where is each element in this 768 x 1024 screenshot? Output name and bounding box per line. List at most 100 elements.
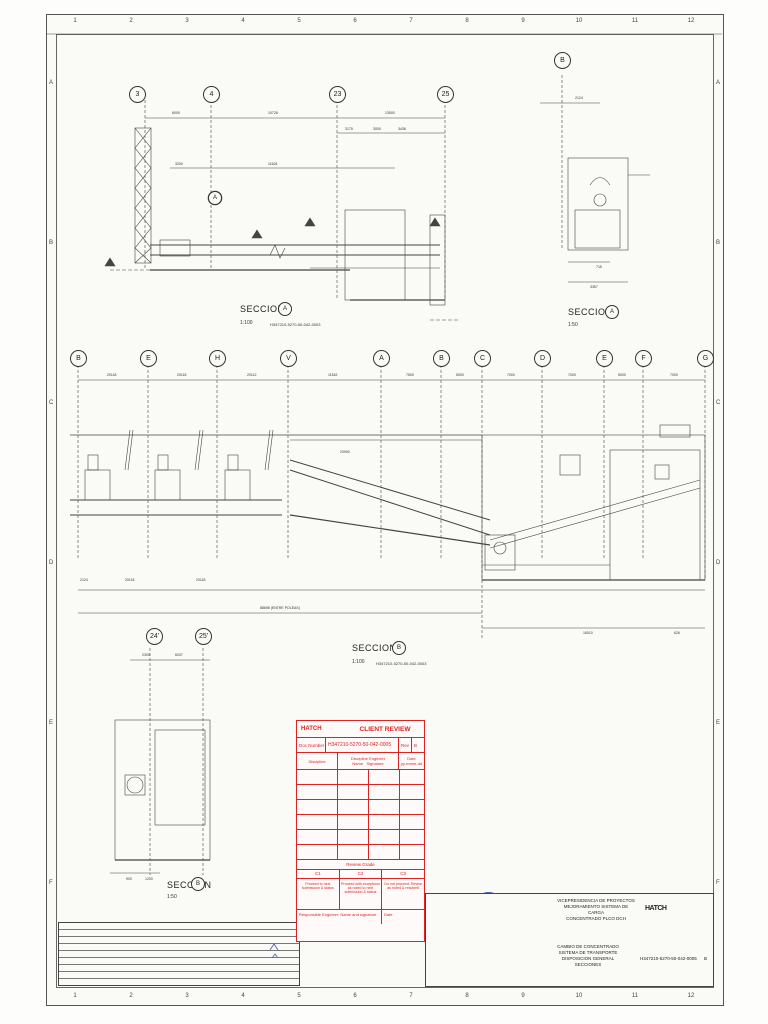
column-number: 10 (575, 993, 583, 999)
row-letter: F (49, 880, 53, 886)
title-doc-number: H347210-5270-50-042-0005 (640, 956, 697, 961)
grid-bubble: B (70, 350, 87, 367)
grid-bubble: 23 (329, 86, 346, 103)
dimension: 5000 (618, 373, 626, 377)
client-review-stamp: HATCH CLIENT REVIEW Doc Number H347210-5… (296, 720, 425, 942)
dimension: 2124 (575, 96, 583, 100)
dimension: 3175 (345, 127, 353, 131)
section-scale: 1:100 (352, 659, 365, 665)
column-number: 1 (73, 993, 77, 999)
row-letter: A (49, 80, 54, 86)
dimension: 900 (126, 877, 132, 881)
row-letter: B (49, 240, 54, 246)
dimension: 11542 (328, 373, 338, 377)
column-number: 6 (353, 18, 357, 24)
column-number: 8 (465, 18, 469, 24)
dimension: 3357 (590, 285, 598, 289)
column-number: 2 (129, 993, 133, 999)
section-label: SECCION (568, 307, 613, 317)
grid-bubble: 24' (146, 628, 163, 645)
column-number: 9 (521, 18, 525, 24)
dimension: 13500 (385, 111, 395, 115)
discipline-engineer-header: Discipline Engineer Name Signature (338, 753, 399, 769)
dimension: 1200 (145, 877, 153, 881)
dimension: 20118 (107, 373, 117, 377)
responsible-engineer-label: Responsible Engineer: Name and signature (297, 910, 382, 924)
column-number: 7 (409, 993, 413, 999)
section-scale: 1:50 (568, 322, 578, 328)
column-number: 10 (575, 18, 583, 24)
grid-bubble: A (373, 350, 390, 367)
responsible-date-label: Date (384, 912, 393, 917)
title-rev: B (704, 956, 708, 961)
date-header: Date yy-mmm-dd (400, 756, 423, 766)
grade-option-c3: Do not proceed. Revise as noted & resubm… (384, 882, 422, 890)
column-number: 12 (687, 993, 695, 999)
section-reference: H347210-5270-50-042-0003 (376, 661, 427, 666)
drawing-frame (56, 34, 714, 988)
section-cut-marker: A (208, 191, 222, 205)
row-letter: E (716, 720, 721, 726)
column-number: 3 (185, 18, 189, 24)
section-letter: B (392, 641, 406, 655)
grid-bubble: H (209, 350, 226, 367)
stamp-logo: HATCH (301, 726, 322, 732)
dimension: 20112 (247, 373, 257, 377)
row-letter: A (716, 80, 721, 86)
column-number: 4 (241, 18, 245, 24)
column-number: 11 (631, 993, 639, 999)
drawing-title: CAMBIO DE CONCENTRADO SISTEMA DE TRANSPO… (557, 944, 619, 967)
section-reference: H347210-5270-50-042-0003 (270, 322, 321, 327)
dimension: 5000 (456, 373, 464, 377)
dimension-overall: 88698 (ENTRE POLEAS) (260, 606, 300, 610)
section-letter: B (191, 877, 205, 891)
company-logo: HATCH (645, 905, 667, 912)
section-label: SECCION (352, 643, 397, 653)
row-letter: B (716, 240, 721, 246)
grade-code-c2: C2 (340, 870, 383, 878)
grid-bubble: F (635, 350, 652, 367)
grid-bubble: D (534, 350, 551, 367)
grade-option-c1: Proceed to next submission & status (297, 879, 340, 909)
dimension: 3436 (398, 127, 406, 131)
dimension: 16010 (583, 631, 593, 635)
dimension: 3200 (175, 162, 183, 166)
grid-bubble: E (596, 350, 613, 367)
grid-bubble: 25' (195, 628, 212, 645)
review-grade-label: Review Grade (297, 860, 424, 870)
doc-number: H347210-5270-50-042-0005 (326, 738, 399, 752)
column-number: 5 (297, 18, 301, 24)
dimension: 2300 (142, 653, 150, 657)
column-number: 9 (521, 993, 525, 999)
doc-number-label: Doc Number (297, 738, 326, 752)
dimension: 11624 (268, 162, 278, 166)
dimension: 2124 (80, 578, 88, 582)
grade-code-c1: C1 (297, 870, 340, 878)
row-letter: C (716, 400, 721, 406)
rev-value: B (414, 742, 418, 748)
grade-code-c3: C3 (400, 871, 407, 876)
grid-bubble: 3 (129, 86, 146, 103)
row-letter: E (49, 720, 54, 726)
stamp-title: CLIENT REVIEW (359, 725, 411, 733)
column-number: 7 (409, 18, 413, 24)
grid-bubble: C (474, 350, 491, 367)
row-letter: D (716, 560, 721, 566)
grade-option-c2: Proceed with exceptions as noted to next… (340, 879, 383, 909)
dimension: 7000 (568, 373, 576, 377)
column-number: 6 (353, 993, 357, 999)
dimension: 6037 (175, 653, 183, 657)
row-letter: F (716, 880, 720, 886)
grid-bubble: E (140, 350, 157, 367)
dimension: 10728 (268, 111, 278, 115)
section-letter: A (278, 302, 292, 316)
column-number: 1 (73, 18, 77, 24)
grid-bubble: B (433, 350, 450, 367)
dimension: 715 (596, 265, 602, 269)
section-scale: 1:50 (167, 894, 177, 900)
grid-bubble: 25 (437, 86, 454, 103)
revision-block (58, 922, 300, 986)
title-block (425, 893, 714, 987)
row-letter: C (49, 400, 54, 406)
dimension: 20118 (125, 578, 135, 582)
